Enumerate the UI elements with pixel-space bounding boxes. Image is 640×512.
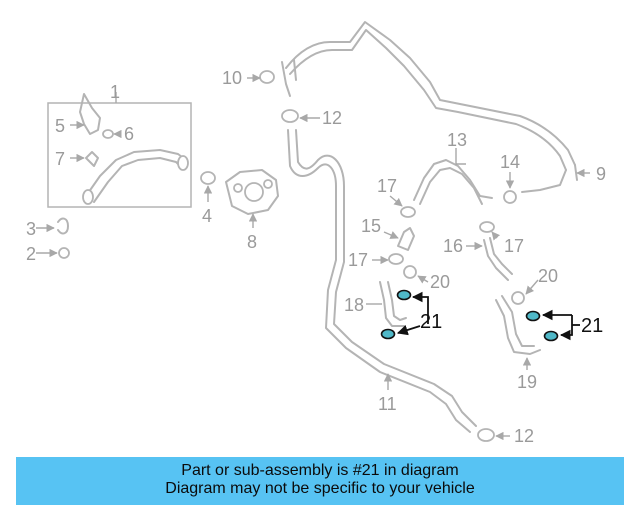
callout-20-b: 20	[538, 266, 558, 286]
hose-9	[285, 21, 578, 193]
banner-line-1: Part or sub-assembly is #21 in diagram	[181, 462, 459, 479]
gasket-21-c[interactable]	[525, 310, 541, 322]
clamp-14	[503, 190, 517, 204]
callout-17-a: 17	[377, 176, 397, 196]
callout-labels: 1 2 3 4 5 6 7 8 9 10 11 12 12 13 14 15 1…	[26, 68, 606, 446]
clamp-10	[259, 59, 297, 97]
callout-21-b: 21	[581, 315, 603, 337]
banner-line-2: Diagram may not be specific to your vehi…	[165, 480, 475, 497]
part-2-3	[57, 217, 70, 259]
callout-1: 1	[110, 82, 120, 102]
clamp-17-b	[479, 221, 495, 233]
callout-6: 6	[124, 124, 134, 144]
callout-18: 18	[344, 295, 364, 315]
clamp-17-a	[400, 206, 416, 218]
callout-12-bottom: 12	[514, 426, 534, 446]
callout-19: 19	[517, 372, 537, 392]
callout-5: 5	[55, 116, 65, 136]
callout-7: 7	[55, 149, 65, 169]
hose-assembly-group-1	[79, 93, 189, 205]
clamp-4	[200, 171, 216, 185]
callout-14: 14	[500, 152, 520, 172]
callout-21-a: 21	[420, 311, 442, 333]
callout-20-a: 20	[430, 272, 450, 292]
callout-13: 13	[447, 130, 467, 150]
gasket-21-b[interactable]	[380, 328, 396, 340]
housing-8	[225, 169, 279, 215]
leader-lines-21	[396, 291, 580, 341]
hose-16	[483, 237, 513, 281]
callout-15: 15	[361, 216, 381, 236]
callout-11: 11	[378, 394, 397, 414]
callout-2: 2	[26, 244, 36, 264]
group-1-box	[47, 92, 192, 208]
info-banner: Part or sub-assembly is #21 in diagram D…	[16, 457, 624, 505]
callout-8: 8	[247, 232, 257, 252]
clamp-17-c	[388, 253, 404, 265]
gasket-21-d[interactable]	[543, 330, 559, 342]
hose-18	[379, 281, 407, 327]
callout-16: 16	[443, 236, 463, 256]
fitting-20-b	[511, 291, 525, 305]
hose-19	[495, 295, 541, 355]
clamp-12-top	[281, 109, 299, 123]
hose-13	[413, 159, 493, 205]
callout-3: 3	[26, 219, 36, 239]
callout-17-c: 17	[348, 250, 368, 270]
pipe-11	[287, 129, 477, 433]
callout-4: 4	[202, 206, 212, 226]
callout-12-top: 12	[322, 108, 342, 128]
gasket-21-a[interactable]	[396, 289, 412, 301]
callout-9: 9	[596, 164, 606, 184]
callout-10: 10	[222, 68, 242, 88]
clamp-12-bottom	[477, 428, 495, 442]
callout-17-b: 17	[504, 236, 524, 256]
fitting-20-a	[403, 265, 417, 279]
hose-15	[397, 227, 415, 251]
leader-lines	[36, 73, 590, 441]
